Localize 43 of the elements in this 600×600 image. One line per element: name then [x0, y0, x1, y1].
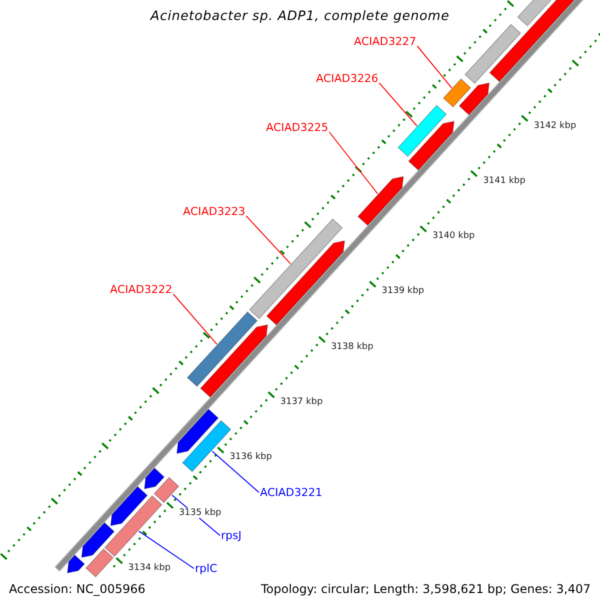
gene-label: ACIAD3221: [260, 486, 322, 499]
gene-bar: [104, 495, 162, 557]
scale-label: 3138 kbp: [330, 342, 374, 352]
leader-line: [212, 450, 260, 493]
gene-feature: [200, 324, 268, 398]
gene-bar: [442, 78, 472, 108]
gene-label: ACIAD3222: [110, 283, 172, 296]
gene-feature: [266, 240, 346, 326]
gene-label: ACIAD3227: [354, 35, 416, 48]
title: Acinetobacter sp. ADP1, complete genome: [149, 9, 450, 24]
footer-text: Accession: NC_005966: [8, 582, 146, 596]
leader-line: [172, 294, 218, 345]
gene-feature: [81, 522, 115, 558]
gene-bar: [154, 476, 180, 504]
gene-label: ACIAD3226: [316, 72, 378, 85]
gene-bar: [85, 548, 114, 578]
gene-feature: [458, 82, 490, 116]
scale-label: 3135 kbp: [178, 508, 222, 518]
scale-label: 3141 kbp: [483, 176, 526, 186]
gene-bar: [464, 24, 522, 84]
gene-label: ACIAD3223: [183, 205, 246, 218]
scale-label: 3142 kbp: [534, 120, 576, 131]
gene-feature: [176, 408, 219, 454]
gene-label: rpsJ: [221, 529, 242, 542]
scale-label: 3136 kbp: [230, 452, 272, 462]
scale-label: 3139 kbp: [382, 286, 424, 296]
leader-line: [138, 530, 194, 569]
gene-bar: [186, 311, 258, 388]
gene-feature: [357, 176, 404, 226]
leader-line: [378, 82, 418, 126]
gene-feature: [144, 467, 165, 490]
footer-text: Topology: circular; Length: 3,598,621 bp; Genes: 3,407: [260, 582, 592, 596]
gene-label: rplC: [195, 562, 218, 575]
gene-label: ACIAD3225: [266, 121, 328, 134]
gene-feature: [110, 486, 148, 526]
scale-label: 3134 kbp: [128, 562, 171, 573]
scale-label: 3137 kbp: [280, 396, 323, 407]
scale-label: 3140 kbp: [432, 231, 475, 242]
gene-feature: [408, 120, 455, 171]
leader-line: [328, 132, 378, 194]
gene-bar: [182, 420, 232, 472]
gene-bar: [248, 218, 343, 320]
gene-bar: [397, 104, 447, 158]
